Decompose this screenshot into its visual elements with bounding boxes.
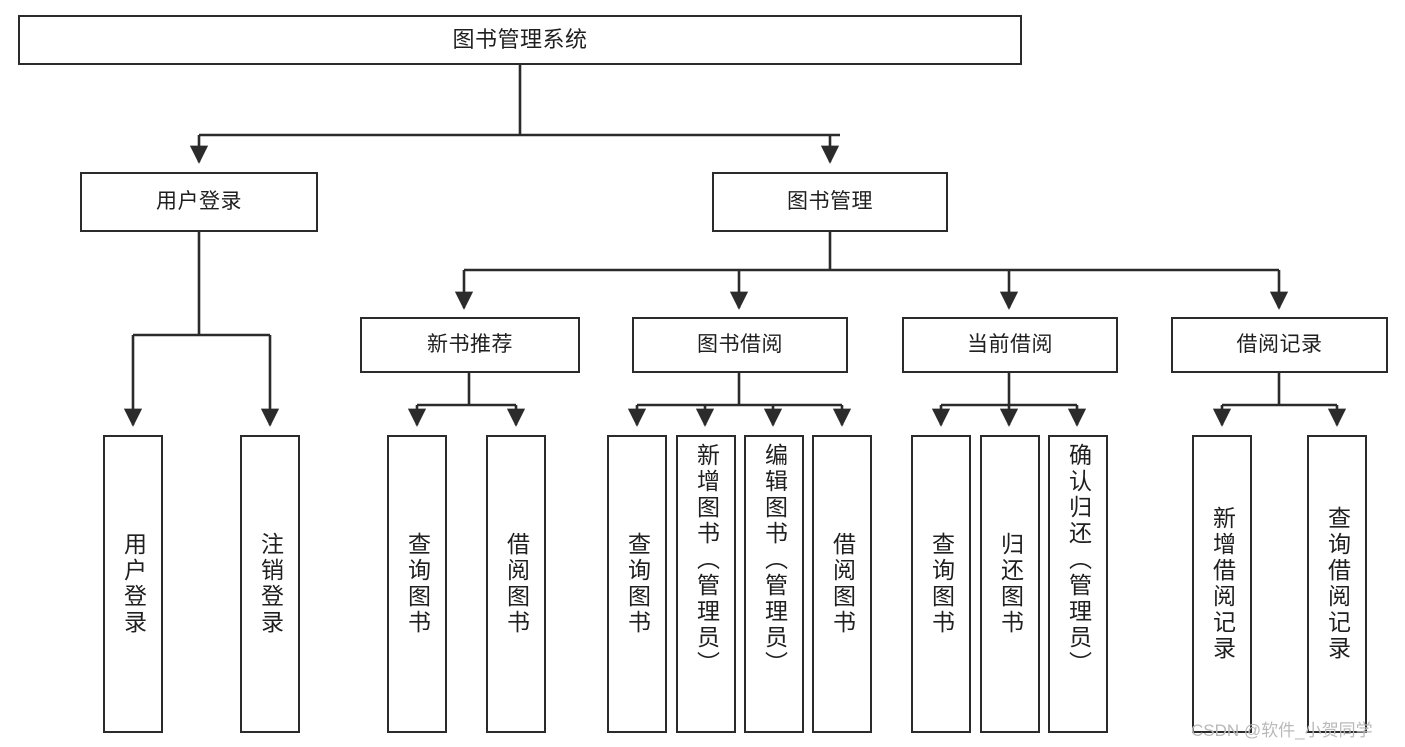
node-label: 图书管理 xyxy=(787,189,873,213)
node-label: 借阅图书 xyxy=(829,532,856,636)
node-borrow-records[interactable]: 借阅记录 xyxy=(1171,317,1388,373)
leaf-new-book-search-book[interactable]: 查询图书 xyxy=(387,435,447,733)
node-label: 新增借阅记录 xyxy=(1209,506,1236,662)
node-label: 新书推荐 xyxy=(427,332,513,356)
leaf-current-borrow-search-book[interactable]: 查询图书 xyxy=(911,435,971,733)
leaf-book-borrow-edit-book-admin[interactable]: 编辑图书（管理员） xyxy=(744,435,804,733)
node-label: 归还图书 xyxy=(997,532,1024,636)
node-new-book-recommend[interactable]: 新书推荐 xyxy=(360,317,580,373)
node-label: 查询图书 xyxy=(928,532,955,636)
leaf-current-borrow-confirm-return-admin[interactable]: 确认归还（管理员） xyxy=(1048,435,1108,733)
leaf-new-book-borrow-book[interactable]: 借阅图书 xyxy=(486,435,546,733)
node-current-borrow[interactable]: 当前借阅 xyxy=(902,317,1118,373)
node-label: 编辑图书（管理员） xyxy=(761,443,788,677)
node-label: 图书借阅 xyxy=(697,332,783,356)
node-label: 图书管理系统 xyxy=(452,27,588,53)
leaf-book-borrow-borrow-book[interactable]: 借阅图书 xyxy=(812,435,872,733)
leaf-user-login-logout[interactable]: 注销登录 xyxy=(240,435,300,733)
node-label: 查询图书 xyxy=(624,532,651,636)
leaf-book-borrow-add-book-admin[interactable]: 新增图书（管理员） xyxy=(676,435,736,733)
leaf-book-borrow-search-book[interactable]: 查询图书 xyxy=(607,435,667,733)
node-label: 用户登录 xyxy=(120,532,147,636)
leaf-borrow-records-add-record[interactable]: 新增借阅记录 xyxy=(1192,435,1252,733)
node-label: 查询图书 xyxy=(404,532,431,636)
node-label: 查询借阅记录 xyxy=(1324,506,1351,662)
node-label: 新增图书（管理员） xyxy=(693,443,720,677)
node-root-book-management-system[interactable]: 图书管理系统 xyxy=(18,15,1022,65)
node-label: 借阅记录 xyxy=(1236,332,1323,356)
node-user-login[interactable]: 用户登录 xyxy=(80,172,318,232)
node-label: 用户登录 xyxy=(156,189,242,213)
node-book-borrow[interactable]: 图书借阅 xyxy=(632,317,848,373)
node-book-management[interactable]: 图书管理 xyxy=(712,172,948,232)
leaf-borrow-records-search-record[interactable]: 查询借阅记录 xyxy=(1307,435,1367,733)
node-label: 注销登录 xyxy=(257,532,284,636)
node-label: 确认归还（管理员） xyxy=(1065,443,1092,677)
node-label: 当前借阅 xyxy=(967,332,1053,356)
node-label: 借阅图书 xyxy=(503,532,530,636)
leaf-current-borrow-return-book[interactable]: 归还图书 xyxy=(980,435,1040,733)
leaf-user-login-login[interactable]: 用户登录 xyxy=(103,435,163,733)
